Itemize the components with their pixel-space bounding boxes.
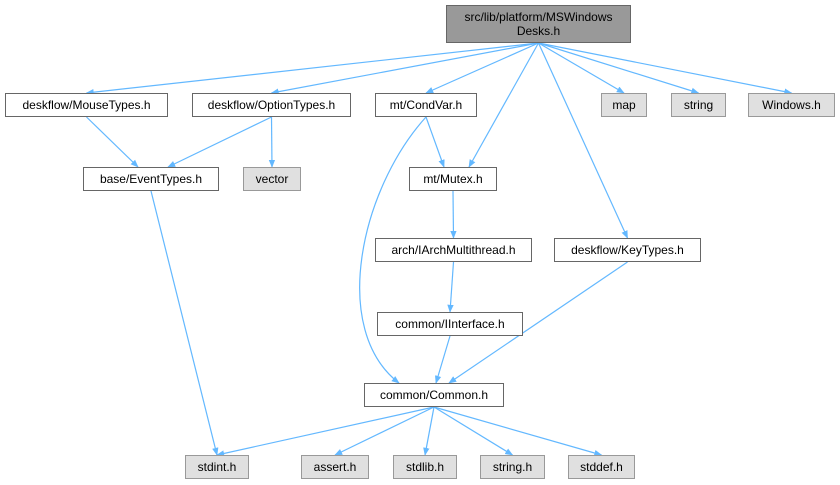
- node-label: map: [612, 98, 636, 112]
- edge-common-to-assert: [334, 406, 435, 456]
- node-mutex[interactable]: mt/Mutex.h: [409, 167, 497, 191]
- node-label: deskflow/OptionTypes.h: [207, 98, 336, 112]
- edges-layer: [85, 42, 793, 457]
- node-label: stdlib.h: [405, 460, 445, 474]
- edge-iarch-to-iinterface: [447, 261, 455, 313]
- node-label: deskflow/KeyTypes.h: [571, 243, 684, 257]
- node-label: common/IInterface.h: [395, 317, 505, 331]
- node-keytypes[interactable]: deskflow/KeyTypes.h: [554, 238, 701, 262]
- node-iarchmultithread[interactable]: arch/IArchMultithread.h: [375, 238, 532, 262]
- node-stddef-h: stddef.h: [568, 455, 635, 479]
- edge-root-to-optiontypes: [270, 42, 539, 95]
- edge-condvar-to-common: [359, 116, 427, 384]
- node-label: stddef.h: [580, 460, 623, 474]
- node-label: base/EventTypes.h: [99, 172, 203, 186]
- node-vector: vector: [243, 167, 301, 191]
- node-string: string: [671, 93, 726, 117]
- edge-common-to-stddef: [433, 406, 603, 457]
- edge-iinterface-to-common: [434, 335, 451, 384]
- node-eventtypes[interactable]: base/EventTypes.h: [83, 167, 219, 191]
- node-windows-h: Windows.h: [748, 93, 835, 117]
- edge-root-to-map: [538, 42, 625, 94]
- node-label: common/Common.h: [379, 388, 489, 402]
- node-label: arch/IArchMultithread.h: [391, 243, 516, 257]
- edge-keytypes-to-common: [448, 261, 628, 384]
- node-map: map: [601, 93, 647, 117]
- edge-optiontypes-to-vector: [268, 116, 276, 168]
- edge-root-to-condvar: [425, 42, 539, 94]
- edge-root-to-mutex: [468, 42, 540, 168]
- node-label: assert.h: [313, 460, 357, 474]
- node-label: stdint.h: [197, 460, 237, 474]
- edge-root-to-mousetypes: [85, 42, 539, 96]
- edge-optiontypes-to-eventtypes: [167, 116, 272, 168]
- node-optiontypes[interactable]: deskflow/OptionTypes.h: [192, 93, 351, 117]
- edge-common-to-stdint: [216, 406, 435, 457]
- edge-common-to-stdlib: [423, 406, 435, 456]
- node-label: string: [683, 98, 714, 112]
- node-assert-h: assert.h: [301, 455, 369, 479]
- node-mousetypes[interactable]: deskflow/MouseTypes.h: [5, 93, 168, 117]
- node-label: Windows.h: [762, 98, 821, 112]
- edge-root-to-string: [538, 42, 700, 94]
- edge-mousetypes-to-eventtypes: [86, 116, 139, 168]
- node-root-mswindowsdesks: src/lib/platform/MSWindows Desks.h: [446, 5, 631, 43]
- node-label: mt/Mutex.h: [423, 172, 483, 186]
- node-condvar[interactable]: mt/CondVar.h: [375, 93, 477, 117]
- node-label: vector: [255, 172, 289, 186]
- edge-eventtypes-to-stdint: [150, 190, 219, 456]
- node-iinterface[interactable]: common/IInterface.h: [377, 312, 523, 336]
- node-label: src/lib/platform/MSWindows Desks.h: [464, 10, 613, 38]
- edge-root-to-keytypes: [537, 42, 629, 239]
- node-common[interactable]: common/Common.h: [364, 383, 504, 407]
- node-label: mt/CondVar.h: [389, 98, 463, 112]
- edge-condvar-to-mutex: [425, 116, 445, 168]
- node-stdlib-h: stdlib.h: [393, 455, 457, 479]
- node-label: deskflow/MouseTypes.h: [22, 98, 151, 112]
- edge-common-to-stringh: [433, 406, 514, 456]
- node-string-h: string.h: [480, 455, 545, 479]
- edge-mutex-to-iarch: [450, 190, 457, 239]
- node-stdint-h: stdint.h: [185, 455, 249, 479]
- node-label: string.h: [492, 460, 533, 474]
- edge-root-to-windows: [538, 42, 793, 95]
